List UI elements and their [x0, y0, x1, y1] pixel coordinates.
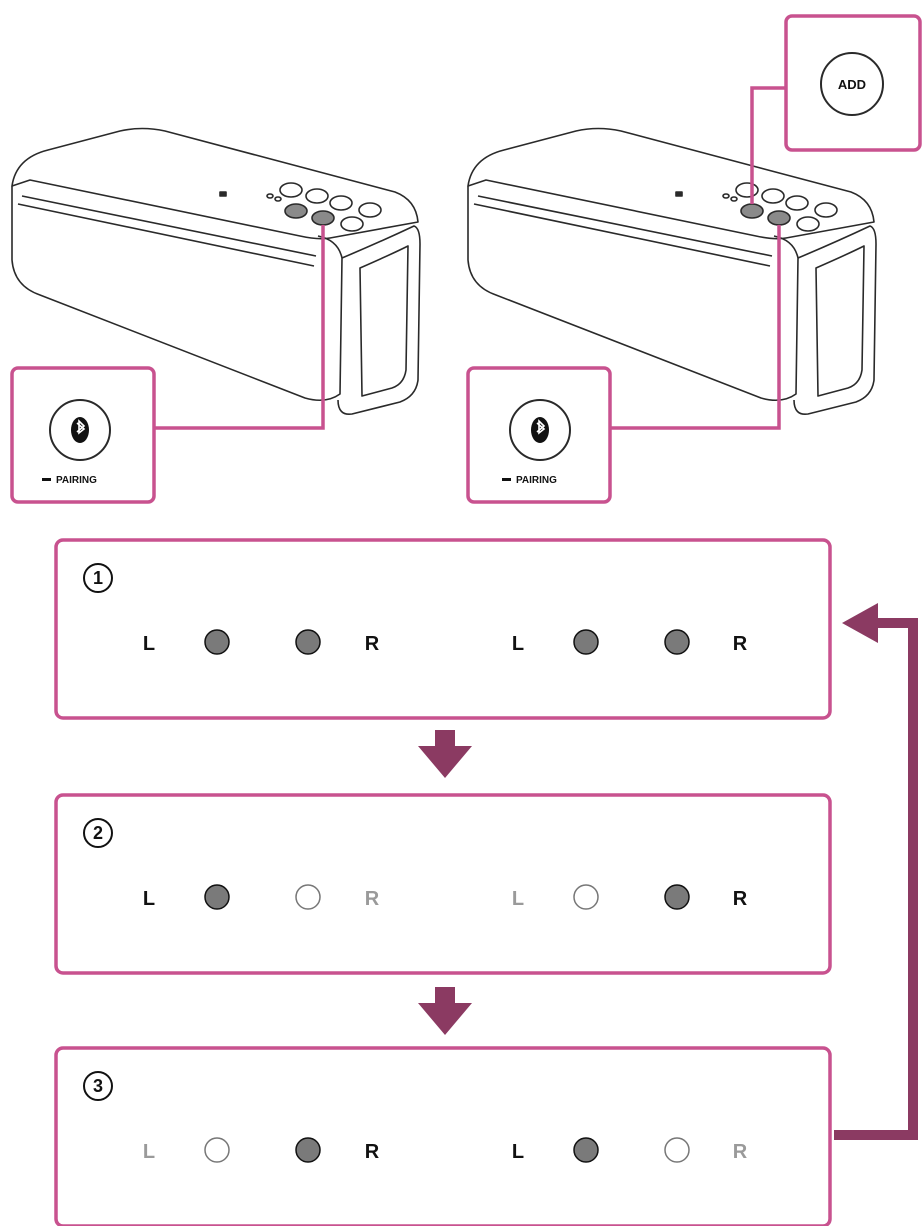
- loop-back-arrow: [834, 603, 918, 1140]
- speaker-left-logo: [219, 191, 227, 197]
- speaker-left-buttons: [266, 182, 382, 232]
- channel-label-r: R: [733, 1141, 748, 1163]
- speaker-left-endcap-inner: [359, 245, 409, 397]
- channel-label-l: L: [143, 888, 155, 910]
- step-number-badge: [83, 563, 113, 593]
- channel-label-r: R: [365, 1141, 380, 1163]
- led-right: [295, 884, 321, 910]
- callout-connector-left: [153, 225, 325, 430]
- led-right: [295, 629, 321, 655]
- channel-label-r: R: [365, 633, 380, 655]
- pairing-callout-left: PAIRING: [10, 366, 156, 504]
- speaker-right-grille-line2: [473, 203, 771, 267]
- channel-label-r: R: [365, 888, 380, 910]
- step-panel-border: [54, 793, 832, 975]
- speaker-right-grille-line: [477, 195, 773, 257]
- add-label: ADD: [838, 77, 866, 92]
- speaker-left-grille-line: [21, 195, 317, 257]
- pairing-label-right: PAIRING: [516, 475, 557, 486]
- speaker-left-grille-line2: [17, 203, 315, 267]
- led-right: [664, 884, 690, 910]
- step-number: 2: [93, 823, 103, 843]
- speaker-left-top: [11, 127, 419, 240]
- speaker-left-endcap: [337, 225, 421, 416]
- step-number: 3: [93, 1076, 103, 1096]
- channel-label-l: L: [512, 1141, 524, 1163]
- speaker-right-endcap-inner: [815, 245, 865, 397]
- bluetooth-icon: [76, 419, 86, 435]
- channel-label-r: R: [733, 633, 748, 655]
- pairing-callout-right: PAIRING: [466, 366, 612, 504]
- channel-label-l: L: [512, 888, 524, 910]
- step-panel-border: [54, 538, 832, 720]
- channel-label-l: L: [143, 1141, 155, 1163]
- down-arrow-1: [418, 730, 472, 778]
- led-right: [664, 1137, 690, 1163]
- step-number-badge: [83, 1071, 113, 1101]
- step-number-badge: [83, 818, 113, 848]
- down-arrow-2: [418, 987, 472, 1035]
- led-left: [204, 629, 230, 655]
- callout-connector-right: [609, 225, 781, 430]
- speaker-right-buttons: [722, 182, 838, 232]
- bluetooth-icon: [536, 419, 546, 435]
- add-button: [820, 52, 884, 116]
- step-panel-border: [54, 1046, 832, 1226]
- add-callout: ADD: [784, 14, 922, 152]
- callout-connector-add: [750, 86, 786, 204]
- speaker-right-top: [467, 127, 875, 240]
- step-number: 1: [93, 568, 103, 588]
- pairing-label-left: PAIRING: [56, 475, 97, 486]
- led-left: [573, 1137, 599, 1163]
- led-left: [573, 884, 599, 910]
- speaker-right-endcap: [793, 225, 877, 416]
- speaker-right-logo: [675, 191, 683, 197]
- speaker-right: [467, 127, 877, 416]
- led-left: [573, 629, 599, 655]
- led-left: [204, 1137, 230, 1163]
- channel-label-r: R: [733, 888, 748, 910]
- led-right: [295, 1137, 321, 1163]
- speaker-left: [11, 127, 421, 416]
- channel-label-l: L: [512, 633, 524, 655]
- led-left: [204, 884, 230, 910]
- led-right: [664, 629, 690, 655]
- channel-label-l: L: [143, 633, 155, 655]
